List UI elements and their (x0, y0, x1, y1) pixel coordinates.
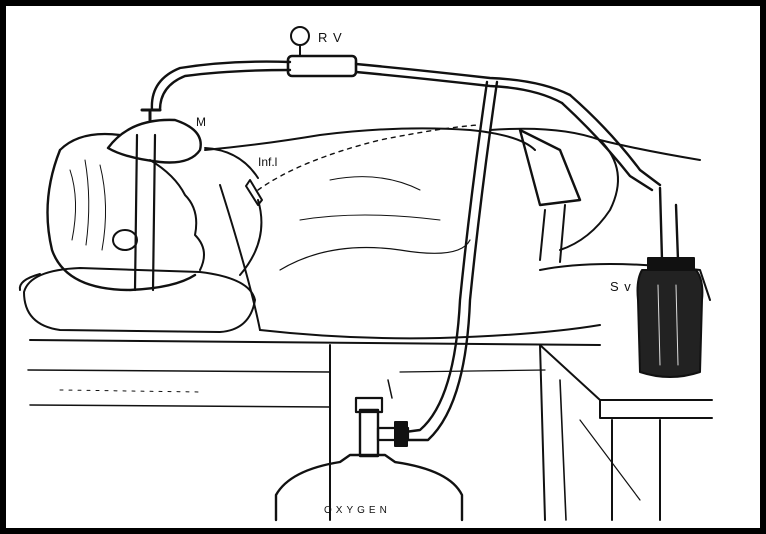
oxygen-line (405, 82, 497, 440)
label-rv: R V (318, 31, 343, 44)
infusion-line (205, 125, 478, 275)
water-bottle (638, 188, 703, 377)
patient-body (205, 128, 710, 338)
label-infusion: Inf.l (258, 156, 277, 168)
pillow (24, 268, 255, 332)
label-mask: M (196, 116, 206, 128)
oxygen-cylinder (276, 380, 462, 520)
label-sv: S v (610, 280, 632, 293)
bed-table (20, 274, 600, 520)
label-oxygen: OXYGEN (324, 506, 391, 516)
arm-strap (520, 130, 580, 262)
reservoir-valve-tube (152, 27, 660, 190)
anesthesia-apparatus-drawing (6, 6, 760, 528)
patient-head (48, 134, 205, 290)
